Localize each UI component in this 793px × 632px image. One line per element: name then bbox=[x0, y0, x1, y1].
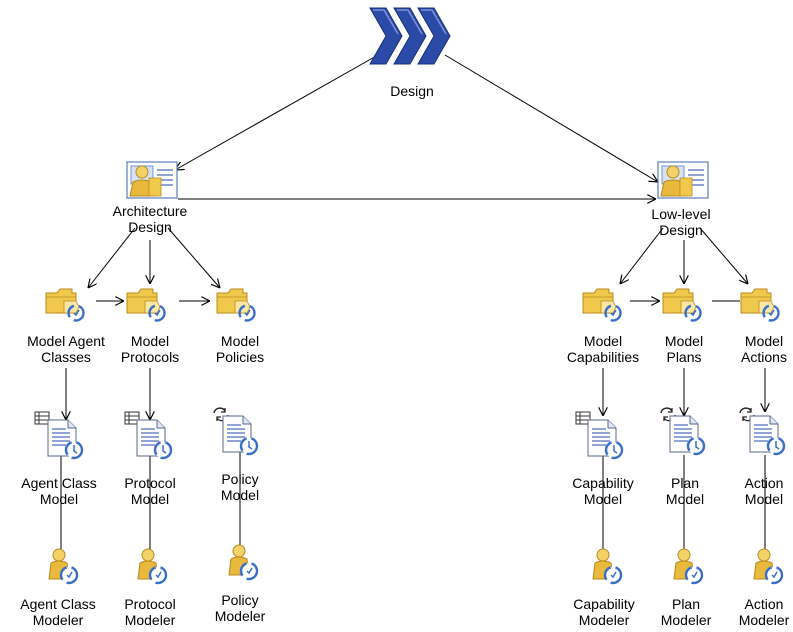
model-capabilities-label-line2: Capabilities bbox=[566, 349, 640, 365]
edge-lowlevel-to-actions bbox=[699, 227, 748, 284]
edge-arch-to-agent-classes bbox=[88, 227, 136, 288]
action-model-label-line1: Action bbox=[744, 475, 784, 491]
protocol-model-label-line1: Protocol bbox=[124, 475, 176, 491]
agent-class-modeler-label-line1: Agent Class bbox=[20, 596, 96, 612]
cycle-document-icon[interactable] bbox=[748, 414, 786, 456]
node-plan-modeler-label: Plan Modeler bbox=[661, 596, 712, 628]
activity-folder-icon[interactable] bbox=[44, 287, 85, 322]
node-model-plans-label: Model Plans bbox=[665, 333, 703, 365]
node-action-model-label: Action Model bbox=[745, 475, 784, 507]
phase-chevron-icon[interactable] bbox=[369, 7, 451, 65]
agent-class-modeler-label-line2: Modeler bbox=[32, 612, 84, 628]
work-definition-icon[interactable] bbox=[657, 161, 709, 199]
role-person-icon[interactable] bbox=[672, 547, 704, 585]
node-model-policies-label: Model Policies bbox=[216, 333, 264, 365]
action-model-label-line2: Model bbox=[744, 491, 784, 507]
model-protocols-label-line2: Protocols bbox=[120, 349, 180, 365]
node-model-agent-classes-label: Model Agent Classes bbox=[27, 333, 105, 365]
activity-folder-icon[interactable] bbox=[661, 287, 702, 322]
node-capability-model-label: Capability Model bbox=[572, 475, 633, 507]
activity-folder-icon[interactable] bbox=[739, 287, 780, 322]
table-document-icon[interactable] bbox=[586, 418, 624, 460]
activity-folder-icon[interactable] bbox=[125, 287, 166, 322]
node-lowlevel-design-label: Low-level Design bbox=[651, 206, 710, 238]
model-capabilities-label-line1: Model bbox=[583, 333, 623, 349]
capability-model-label-line2: Model bbox=[583, 491, 623, 507]
model-agent-classes-label-line1: Model Agent bbox=[27, 333, 105, 349]
protocol-model-label-line2: Model bbox=[130, 491, 170, 507]
action-modeler-label-line1: Action bbox=[744, 596, 784, 612]
work-definition-icon[interactable] bbox=[126, 161, 178, 199]
plan-model-label-line2: Model bbox=[665, 491, 705, 507]
capability-modeler-label-line1: Capability bbox=[573, 596, 635, 612]
node-policy-modeler-label: Policy Modeler bbox=[215, 592, 266, 624]
lowlevel-design-label-line1: Low-level bbox=[651, 206, 711, 222]
node-protocol-model-label: Protocol Model bbox=[124, 475, 175, 507]
policy-modeler-label-line2: Modeler bbox=[214, 608, 266, 624]
cycle-document-icon[interactable] bbox=[668, 414, 706, 456]
node-design-label: Design bbox=[390, 83, 434, 99]
role-person-icon[interactable] bbox=[136, 547, 168, 585]
node-protocol-modeler-label: Protocol Modeler bbox=[124, 596, 175, 628]
node-model-capabilities-label: Model Capabilities bbox=[567, 333, 639, 365]
architecture-design-label-line1: Architecture bbox=[112, 203, 188, 219]
node-model-actions-label: Model Actions bbox=[741, 333, 787, 365]
node-policy-model-label: Policy Model bbox=[221, 471, 259, 503]
design-label: Design bbox=[390, 83, 434, 99]
node-capability-modeler-label: Capability Modeler bbox=[573, 596, 634, 628]
role-person-icon[interactable] bbox=[752, 547, 784, 585]
capability-modeler-label-line2: Modeler bbox=[578, 612, 630, 628]
node-agent-class-modeler-label: Agent Class Modeler bbox=[20, 596, 95, 628]
protocol-modeler-label-line1: Protocol bbox=[124, 596, 176, 612]
model-policies-label-line2: Policies bbox=[215, 349, 265, 365]
node-plan-model-label: Plan Model bbox=[666, 475, 704, 507]
plan-modeler-label-line1: Plan bbox=[671, 596, 701, 612]
node-model-protocols-label: Model Protocols bbox=[121, 333, 179, 365]
node-action-modeler-label: Action Modeler bbox=[739, 596, 790, 628]
table-badge-icon bbox=[34, 411, 50, 425]
architecture-design-label-line2: Design bbox=[128, 219, 172, 235]
plan-model-label-line1: Plan bbox=[670, 475, 700, 491]
model-actions-label-line1: Model bbox=[744, 333, 784, 349]
edge-design-to-architecture bbox=[175, 54, 379, 170]
model-plans-label-line1: Model bbox=[664, 333, 704, 349]
edge-lowlevel-to-capabilities bbox=[620, 227, 664, 284]
node-agent-class-model-label: Agent Class Model bbox=[21, 475, 96, 507]
lowlevel-design-label-line2: Design bbox=[659, 222, 703, 238]
activity-folder-icon[interactable] bbox=[581, 287, 622, 322]
edge-arch-to-policies bbox=[167, 227, 220, 288]
role-person-icon[interactable] bbox=[47, 547, 79, 585]
agent-class-model-label-line1: Agent Class bbox=[21, 475, 97, 491]
plan-modeler-label-line2: Modeler bbox=[660, 612, 712, 628]
role-person-icon[interactable] bbox=[227, 543, 259, 581]
model-protocols-label-line1: Model bbox=[130, 333, 170, 349]
agent-class-model-label-line2: Model bbox=[39, 491, 79, 507]
model-actions-label-line2: Actions bbox=[741, 349, 787, 365]
protocol-modeler-label-line2: Modeler bbox=[124, 612, 176, 628]
model-policies-label-line1: Model bbox=[220, 333, 260, 349]
model-plans-label-line2: Plans bbox=[666, 349, 702, 365]
table-document-icon[interactable] bbox=[135, 418, 173, 460]
table-document-icon[interactable] bbox=[46, 418, 84, 460]
policy-model-label-line2: Model bbox=[220, 487, 260, 503]
model-agent-classes-label-line2: Classes bbox=[41, 349, 91, 365]
edge-design-to-lowlevel bbox=[444, 54, 658, 182]
cycle-document-icon[interactable] bbox=[221, 414, 259, 456]
node-architecture-design-label: Architecture Design bbox=[113, 203, 188, 235]
action-modeler-label-line2: Modeler bbox=[738, 612, 790, 628]
activity-folder-icon[interactable] bbox=[215, 287, 256, 322]
policy-model-label-line1: Policy bbox=[221, 471, 259, 487]
policy-modeler-label-line1: Policy bbox=[221, 592, 259, 608]
capability-model-label-line1: Capability bbox=[572, 475, 634, 491]
role-person-icon[interactable] bbox=[591, 547, 623, 585]
